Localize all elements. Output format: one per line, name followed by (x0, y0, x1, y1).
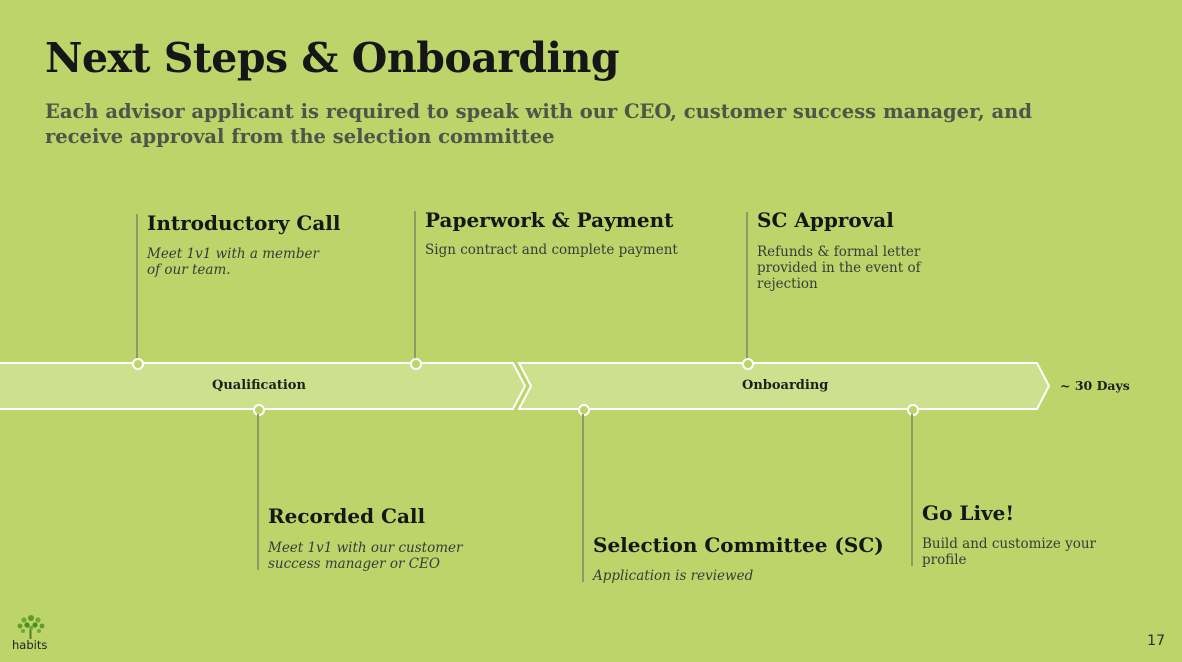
milestone-stem (911, 414, 913, 566)
milestone-title: Recorded Call (268, 504, 426, 528)
milestone-stem (414, 211, 416, 359)
habits-logo-icon (17, 615, 45, 639)
milestone-marker (578, 404, 590, 416)
duration-label: ~ 30 Days (1060, 378, 1130, 393)
milestone-marker (410, 358, 422, 370)
milestone-stem (746, 212, 748, 359)
phase-label-onboarding: Onboarding (742, 378, 829, 393)
slide-subtitle: Each advisor applicant is required to sp… (45, 100, 1032, 148)
milestone-marker (742, 358, 754, 370)
milestone-title: Paperwork & Payment (425, 208, 674, 232)
slide-title: Next Steps & Onboarding (45, 34, 620, 82)
milestone-description: Meet 1v1 with a member of our team. (147, 246, 319, 278)
milestone-title: Go Live! (922, 501, 1015, 525)
milestone-description: Build and customize your profile (922, 536, 1097, 568)
page-number: 17 (1147, 633, 1165, 649)
milestone-title: Introductory Call (147, 211, 341, 235)
milestone-description: Refunds & formal letter provided in the … (757, 244, 921, 292)
phase-label-qualification: Qualification (212, 378, 306, 393)
milestone-description: Meet 1v1 with our customer success manag… (268, 540, 463, 572)
milestone-marker (253, 404, 265, 416)
milestone-stem (582, 414, 584, 582)
milestone-marker (907, 404, 919, 416)
milestone-stem (257, 414, 259, 570)
logo-text: habits (12, 638, 48, 652)
milestone-description: Sign contract and complete payment (425, 242, 678, 258)
milestone-title: SC Approval (757, 208, 894, 232)
milestone-stem (136, 214, 138, 359)
milestone-marker (132, 358, 144, 370)
milestone-description: Application is reviewed (593, 568, 754, 584)
milestone-title: Selection Committee (SC) (593, 533, 884, 557)
